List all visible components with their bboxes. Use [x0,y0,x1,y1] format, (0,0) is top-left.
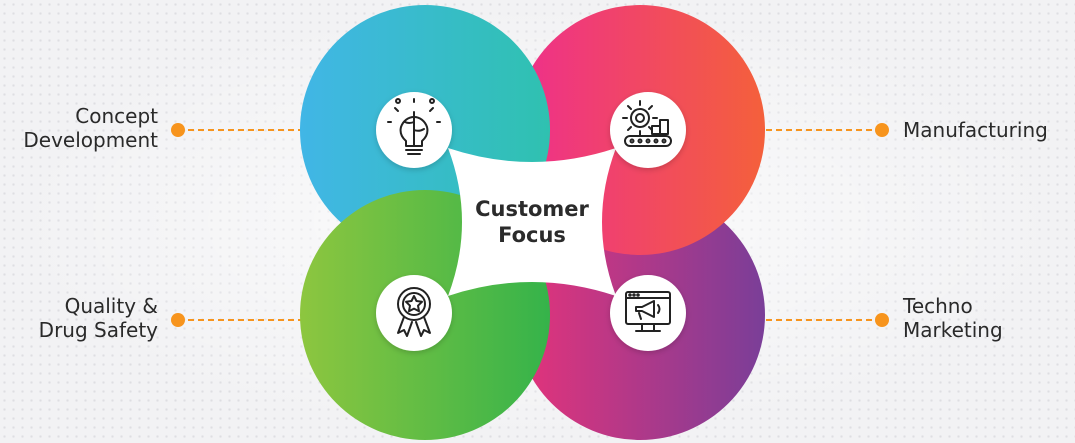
connector-concept [171,123,380,137]
megaphone-monitor-icon [625,291,671,332]
icon-circle-manufacturing [610,92,686,168]
connector-quality [171,313,380,327]
brain-bulb-icon [387,98,441,155]
label-manufacturing: Manufacturing [903,118,1048,142]
center-title-line2: Focus [498,223,566,247]
label-manufacturing-line1: Manufacturing [903,118,1048,142]
label-concept-line2: Development [23,128,158,152]
icon-circle-quality [376,275,452,351]
label-quality-line2: Drug Safety [38,318,158,342]
label-quality-drug-safety: Quality & Drug Safety [39,294,158,342]
center-title-line1: Customer [475,197,589,221]
conveyor-gear-icon [622,100,672,147]
label-techno-marketing: Techno Marketing [903,294,1003,342]
label-techno-line2: Marketing [903,318,1003,342]
label-concept-development: Concept Development [23,104,158,152]
label-concept-line1: Concept [75,104,158,128]
award-medal-icon [397,287,431,337]
center-shape [448,148,616,296]
label-quality-line1: Quality & [64,294,158,318]
label-techno-line1: Techno [903,294,973,318]
center-title: Customer Focus [452,196,612,248]
